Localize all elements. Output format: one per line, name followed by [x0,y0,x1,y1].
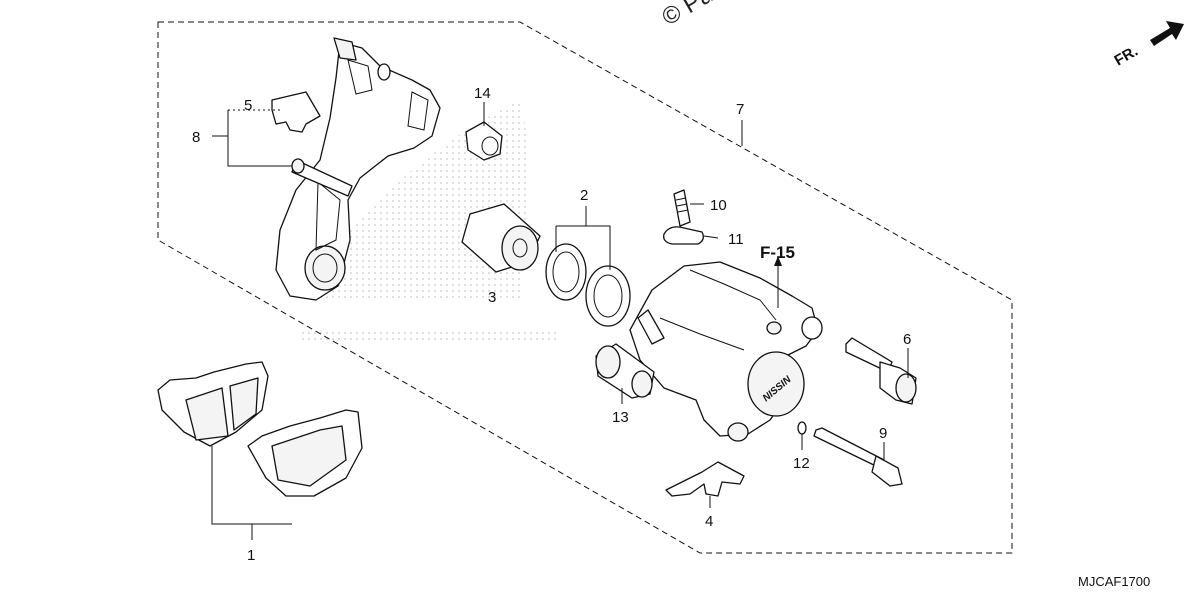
callout-8: 8 [192,129,200,146]
callout-11: 11 [728,231,744,248]
callout-3: 3 [488,289,496,306]
callout-4: 4 [705,513,713,530]
front-direction-arrow-icon [1150,21,1184,46]
slide-pin-bolt [595,343,655,399]
retaining-clip-lower [665,461,745,497]
callout-12: 12 [793,455,810,472]
retaining-clip-upper [271,91,321,133]
caliper-body: NISSIN [629,261,823,442]
leader-f15-arrowhead [774,256,782,266]
callout-13: 13 [612,409,629,426]
caliper-pin-lower [813,427,903,487]
callout-6: 6 [903,331,911,348]
reference-label: F-15 [760,243,795,262]
callout-5: 5 [244,97,252,114]
piston-seals [545,243,631,327]
callout-7: 7 [736,101,744,118]
diagram-code: MJCAF1700 [1078,574,1150,589]
piston [461,203,541,273]
callout-14: 14 [474,85,491,102]
bleed-cap [663,226,704,245]
washer [797,421,807,435]
assembly-outline [157,21,1013,554]
watermark-text: © Pa [658,0,719,31]
callout-2: 2 [580,187,588,204]
brake-pads [157,361,363,497]
callout-9: 9 [879,425,887,442]
front-direction-label: FR. [1112,43,1141,70]
bleed-screw [673,189,691,227]
leader-2 [555,206,611,270]
leader-11 [703,235,719,239]
leader-1 [211,446,292,540]
callout-1: 1 [247,547,255,564]
front-direction-indicator: FR. [1112,21,1184,70]
callout-10: 10 [710,197,727,214]
caliper-pin-upper [845,337,917,405]
leader-8 [212,110,292,167]
caliper-bracket [275,37,441,301]
